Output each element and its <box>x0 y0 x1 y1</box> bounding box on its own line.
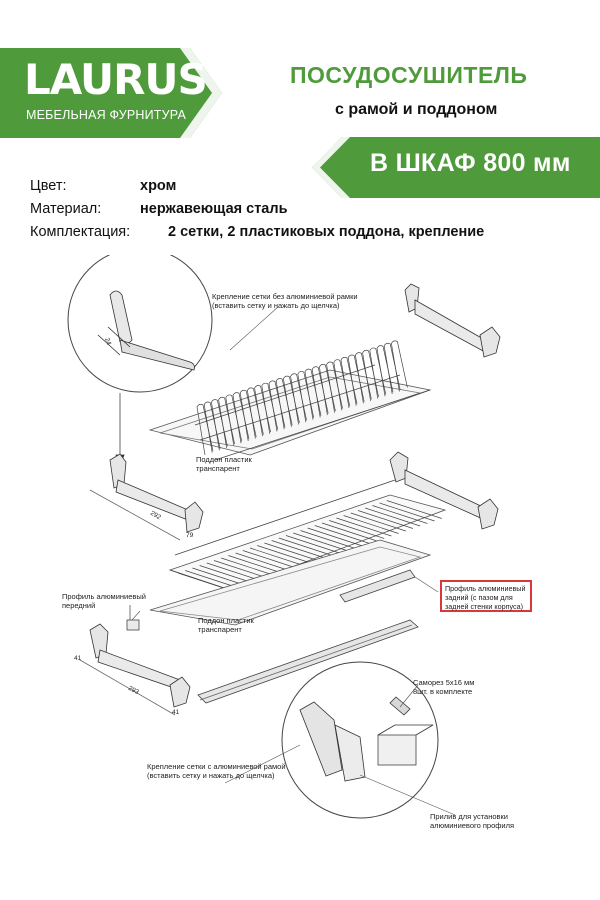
rack-divider <box>355 352 372 404</box>
rack-wire <box>329 520 385 539</box>
spec-value: хром <box>140 178 177 194</box>
rack-divider <box>268 380 286 432</box>
rack-divider <box>311 366 329 418</box>
label-mount-no-frame: Крепление сетки без алюминиевой рамки (в… <box>212 292 358 310</box>
label-profile-rear: Профиль алюминиевый задний (с пазом для … <box>440 580 532 612</box>
rack-divider <box>203 401 221 453</box>
rack-divider <box>304 368 322 420</box>
rack-divider <box>326 361 343 413</box>
rack-wire <box>350 512 406 532</box>
assembly-drawing <box>67 255 501 819</box>
rack-divider <box>340 356 358 409</box>
rack-divider <box>254 385 271 437</box>
size-badge: В ШКАФ 800 мм <box>370 149 571 177</box>
rack-wire <box>213 560 270 579</box>
rack-wire <box>293 532 349 552</box>
size-banner <box>312 137 600 198</box>
label-screw: Саморез 5х16 мм 8шт. в комплекте <box>413 678 475 696</box>
rack-divider <box>261 382 279 434</box>
rack-wire <box>357 510 414 529</box>
rack-wire <box>336 517 392 537</box>
spec-label: Комплектация: <box>30 224 131 240</box>
rack-divider <box>369 347 387 399</box>
rack-divider <box>196 403 214 456</box>
rack-wire <box>314 525 370 544</box>
rack-divider <box>333 359 351 411</box>
rack-divider <box>290 373 307 425</box>
spec-label: Материал: <box>30 201 102 217</box>
rack-divider <box>239 389 257 441</box>
rack-wire <box>365 507 421 527</box>
rack-wire <box>321 522 378 542</box>
rack-divider <box>376 345 394 397</box>
rack-wire <box>264 542 320 562</box>
rack-divider <box>383 342 401 394</box>
rack-wire <box>221 557 277 577</box>
spec-label: Цвет: <box>30 178 67 194</box>
label-profile-front: Профиль алюминиевый передний <box>62 592 146 610</box>
rack-wire <box>271 540 327 559</box>
rack-divider <box>347 354 365 406</box>
brand-tagline: МЕБЕЛЬНАЯ ФУРНИТУРА <box>26 108 187 122</box>
rack-divider <box>275 378 293 430</box>
page-title: ПОСУДОСУШИТЕЛЬ <box>290 62 528 88</box>
rack-wire <box>242 550 298 569</box>
brand-logo: LAURUS <box>24 55 208 104</box>
label-mount-with-frame: Крепление сетки с алюминиевой рамой (вст… <box>147 762 286 780</box>
label-boss: Прилив для установки алюминиевого профил… <box>430 812 515 830</box>
rack-wire <box>249 547 306 567</box>
rack-wire <box>199 565 255 584</box>
rack-wire <box>300 530 356 549</box>
rack-divider <box>283 375 300 427</box>
rack-divider <box>297 371 315 423</box>
rack-divider <box>211 399 228 451</box>
dim-41-left: 41 <box>74 655 82 662</box>
rack-wire <box>206 562 262 582</box>
rack-divider <box>391 340 408 392</box>
rack-wire <box>285 535 342 554</box>
rack-wire <box>228 555 284 574</box>
rack-wire <box>372 505 428 524</box>
brand-banner <box>0 48 225 138</box>
rack-wire <box>386 500 442 519</box>
spec-value: 2 сетки, 2 пластиковых поддона, креплени… <box>168 224 485 240</box>
rack-divider <box>218 396 235 449</box>
dim-79: 79 <box>186 532 194 539</box>
spec-value: нержавеющая сталь <box>140 201 288 217</box>
rack-divider <box>362 349 379 402</box>
rack-divider <box>247 387 264 439</box>
dim-41-right: 41 <box>172 709 180 716</box>
rack-wire <box>235 552 291 572</box>
label-tray-bottom: Поддон пластик транспарент <box>198 616 254 634</box>
rack-wire <box>307 527 363 547</box>
rack-divider <box>225 394 243 446</box>
rack-wire <box>379 502 435 522</box>
rack-divider <box>232 392 250 444</box>
page-subtitle: с рамой и поддоном <box>335 101 498 118</box>
rack-divider <box>319 364 336 416</box>
rack-wire <box>278 537 334 557</box>
rack-wire <box>257 545 313 564</box>
rack-wire <box>343 515 399 534</box>
label-tray-top: Поддон пластик транспарент <box>196 455 252 473</box>
